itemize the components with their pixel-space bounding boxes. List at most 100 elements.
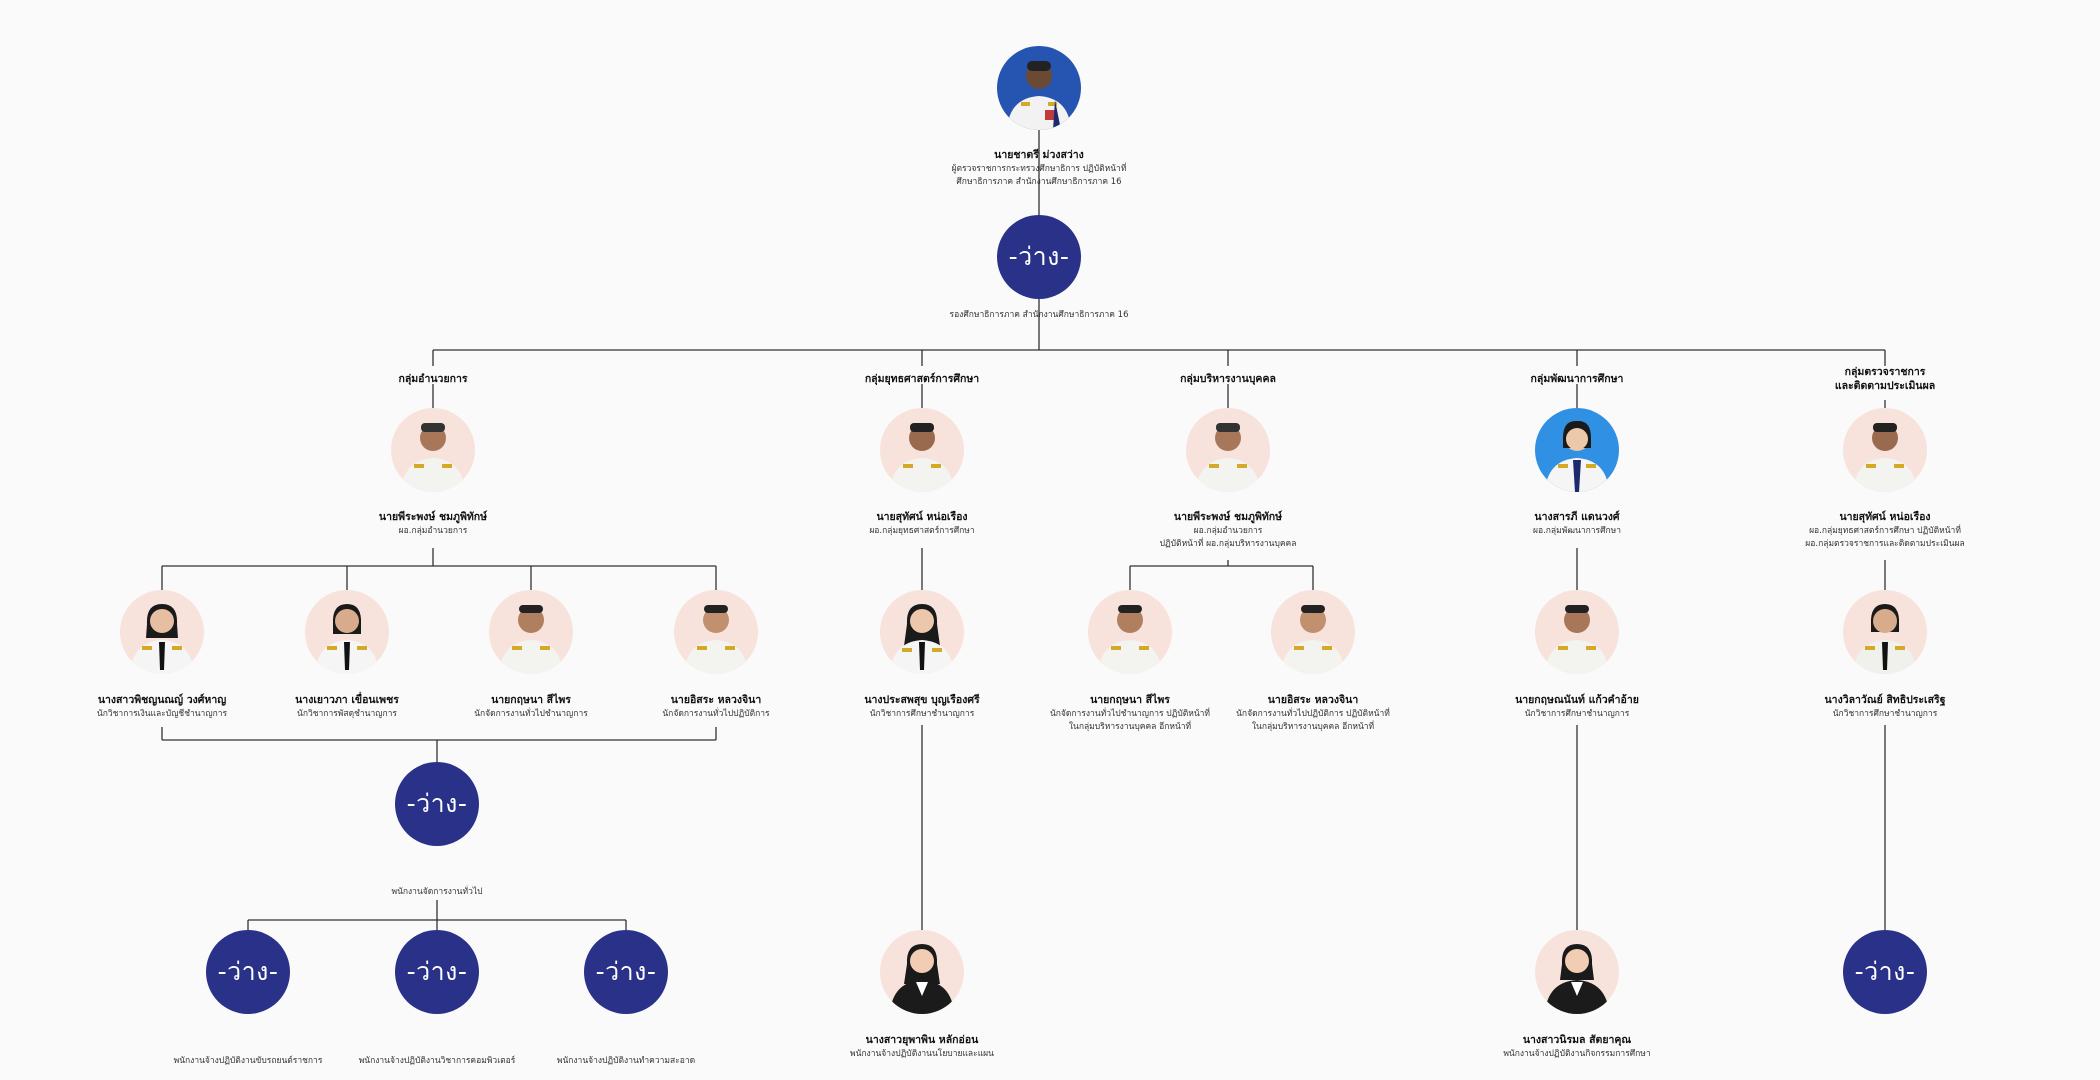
general-staff-label: พนักงานจัดการงานทั่วไป [277,886,597,898]
person-avatar-icon [1007,61,1071,130]
person-position: นักวิชาการศึกษาชำนาญการ [869,709,975,719]
staff-photo [1271,590,1355,674]
person-position: ผอ.กลุ่มพัฒนาการศึกษา [1532,526,1621,536]
contract-staff-vacant-node: -ว่าง- [1843,930,1927,1014]
person-name: นายพีระพงษ์ ชมภูพิทักษ์ [1173,511,1283,523]
vacant-label: -ว่าง- [1854,957,1916,986]
deputy-vacant-node: -ว่าง- [997,215,1081,299]
director-photo [997,46,1081,130]
group-title: กลุ่มพัฒนาการศึกษา [1417,372,1737,386]
staff-photo [1843,590,1927,674]
contract-staff-position: พนักงานจ้างปฏิบัติงานทำความสะอาด [556,1056,696,1066]
person-avatar-icon [1098,605,1162,674]
group-head-photo [880,408,964,492]
staff-label: นายกฤษณนันท์ แก้วคำอ้าย นักวิชาการศึกษาช… [1417,693,1737,720]
person-name: นางวิลาวัณย์ สิทธิประเสริฐ [1824,694,1946,706]
contract-staff-photo [880,930,964,1014]
vacant-label: -ว่าง- [1008,242,1070,271]
person-position: นักจัดการงานทั่วไปปฏิบัติการ [662,709,770,719]
director-name: นายชาตรี ม่วงสว่าง [994,149,1084,161]
contract-staff-label: พนักงานจ้างปฏิบัติงานขับรถยนต์ราชการ [88,1055,408,1067]
general-staff-vacant-node: -ว่าง- [395,762,479,846]
general-staff-position: พนักงานจัดการงานทั่วไป [391,887,483,897]
staff-label: นายอิสระ หลวงจินา นักจัดการงานทั่วไปปฏิบ… [556,693,876,720]
director-label: นายชาตรี ม่วงสว่าง ผู้ตรวจราชการกระทรวงศ… [879,148,1199,188]
person-avatar-icon [1545,420,1609,492]
staff-photo [1088,590,1172,674]
group-title: กลุ่มอำนวยการ [273,372,593,386]
staff-label: นางสาวพิชญนณญ์ วงศ์หาญ นักวิชาการเงินและ… [2,693,322,720]
director-position: ผู้ตรวจราชการกระทรวงศึกษาธิการ ปฏิบัติหน… [951,164,1127,174]
person-position: นักจัดการงานทั่วไปปฏิบัติการ ปฏิบัติหน้า… [1236,709,1390,719]
person-name: นายกฤษนา สีไพร [491,694,571,706]
person-name: นายกฤษนา สีไพร [1090,694,1170,706]
person-avatar-icon [1545,605,1609,674]
group-title: กลุ่มยุทธศาสตร์การศึกษา [762,372,1082,386]
staff-photo [120,590,204,674]
contract-staff-vacant-node: -ว่าง- [206,930,290,1014]
person-name: นายอิสระ หลวงจินา [670,694,762,706]
person-name: นายอิสระ หลวงจินา [1267,694,1359,706]
person-name: นายกฤษณนันท์ แก้วคำอ้าย [1515,694,1639,706]
vacant-label: -ว่าง- [406,789,468,818]
person-position: นักวิชาการเงินและบัญชีชำนาญการ [96,709,228,719]
person-position: ในกลุ่มบริหารงานบุคคล อีกหน้าที่ [1068,722,1192,732]
person-avatar-icon [890,423,954,492]
person-avatar-icon [315,604,379,674]
group-head-photo [1843,408,1927,492]
person-avatar-icon [401,423,465,492]
group-head-label: นายพีระพงษ์ ชมภูพิทักษ์ ผอ.กลุ่มอำนวยการ… [1068,510,1388,550]
person-avatar-icon [1196,423,1260,492]
staff-photo [305,590,389,674]
person-avatar-icon [1545,944,1609,1014]
person-position: ผอ.กลุ่มยุทธศาสตร์การศึกษา ปฏิบัติหน้าที… [1809,526,1961,536]
person-avatar-icon [890,604,954,674]
contract-staff-label: พนักงานจ้างปฏิบัติงานวิชาการคอมพิวเตอร์ [277,1055,597,1067]
person-avatar-icon [684,605,748,674]
staff-photo [674,590,758,674]
person-position: ปฏิบัติหน้าที่ ผอ.กลุ่มบริหารงานบุคคล [1159,539,1297,549]
contract-staff-label: นางสาวนิรมล สัตยาคุณ พนักงานจ้างปฏิบัติง… [1417,1033,1737,1060]
person-name: นางสาวพิชญนณญ์ วงศ์หาญ [97,694,227,706]
contract-staff-photo [1535,930,1619,1014]
deputy-position: รองศึกษาธิการภาค สำนักงานศึกษาธิการภาค 1… [949,310,1129,320]
person-name: นางเยาวภา เขื่อนเพชร [295,694,399,706]
group-title-text: กลุ่มบริหารงานบุคคล [1180,373,1276,385]
deputy-label: รองศึกษาธิการภาค สำนักงานศึกษาธิการภาค 1… [879,309,1199,321]
group-head-label: นายสุทัศน์ หน่อเรือง ผอ.กลุ่มยุทธศาสตร์ก… [1725,510,2045,550]
person-name: นายพีระพงษ์ ชมภูพิทักษ์ [378,511,488,523]
staff-label: นางวิลาวัณย์ สิทธิประเสริฐ นักวิชาการศึก… [1725,693,2045,720]
group-title-text: กลุ่มยุทธศาสตร์การศึกษา [864,373,980,385]
group-title: กลุ่มบริหารงานบุคคล [1068,372,1388,386]
person-position: นักวิชาการศึกษาชำนาญการ [1524,709,1630,719]
person-position: นักจัดการงานทั่วไปชำนาญการ [474,709,588,719]
contract-staff-position: พนักงานจ้างปฏิบัติงานนโยบายและแผน [850,1049,994,1059]
group-title-text: กลุ่มพัฒนาการศึกษา [1530,373,1624,385]
contract-staff-position: พนักงานจ้างปฏิบัติงานขับรถยนต์ราชการ [173,1056,323,1066]
person-position: นักวิชาการพัสดุชำนาญการ [297,709,397,719]
contract-staff-position: พนักงานจ้างปฏิบัติงานกิจกรรมการศึกษา [1503,1049,1651,1059]
contract-staff-label: นางสาวยุพาพิน หลักอ่อน พนักงานจ้างปฏิบัต… [762,1033,1082,1060]
person-position: ผอ.กลุ่มยุทธศาสตร์การศึกษา [869,526,975,536]
staff-label: นายอิสระ หลวงจินา นักจัดการงานทั่วไปปฏิบ… [1153,693,1473,733]
group-title: กลุ่มตรวจราชการ และติดตามประเมินผล [1725,365,2045,393]
vacant-label: -ว่าง- [217,957,279,986]
staff-label: นายกฤษนา สีไพร นักจัดการงานทั่วไปชำนาญกา… [371,693,691,720]
group-head-label: นางสารภี แดนวงศ์ ผอ.กลุ่มพัฒนาการศึกษา [1417,510,1737,537]
contract-staff-position: พนักงานจ้างปฏิบัติงานวิชาการคอมพิวเตอร์ [358,1056,516,1066]
group-title-text: และติดตามประเมินผล [1834,380,1936,392]
staff-photo [880,590,964,674]
group-head-photo [1535,408,1619,492]
staff-label: นางเยาวภา เขื่อนเพชร นักวิชาการพัสดุชำนา… [187,693,507,720]
person-name: นายสุทัศน์ หน่อเรือง [876,511,968,523]
person-position: ผอ.กลุ่มอำนวยการ [1193,526,1263,536]
person-avatar-icon [1281,605,1345,674]
staff-photo [1535,590,1619,674]
vacant-label: -ว่าง- [595,957,657,986]
group-head-photo [391,408,475,492]
person-position: นักจัดการงานทั่วไปชำนาญการ ปฏิบัติหน้าที… [1049,709,1211,719]
person-position: ผอ.กลุ่มอำนวยการ [398,526,468,536]
director-position: ศึกษาธิการภาค สำนักงานศึกษาธิการภาค 16 [956,177,1122,187]
person-avatar-icon [1853,423,1917,492]
